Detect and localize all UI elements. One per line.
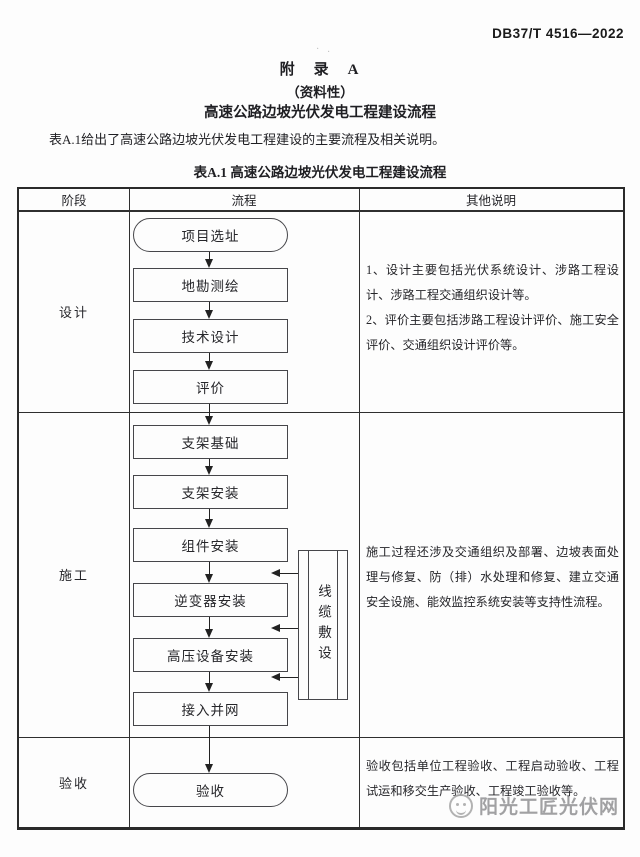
col-header-process: 流程: [231, 194, 257, 208]
smiley-mouth: [456, 807, 466, 815]
arrow-down-4: [204, 404, 215, 425]
flow-node-bracket-foundation: 支架基础: [133, 425, 288, 459]
arrow-down-9: [204, 672, 215, 692]
notes-acceptance-text: 验收包括单位工程验收、工程启动验收、工程试运和移交生产验收、工程竣工验收等。: [366, 759, 619, 798]
column-divider-2: [359, 189, 360, 827]
sidebox-inner-line-right: [337, 551, 338, 699]
arrow-down-3: [204, 353, 215, 370]
flow-node-module-installation: 组件安装: [133, 528, 288, 562]
arrow-down-6: [204, 509, 215, 528]
cable-laying-label: 线缆敷设: [316, 584, 331, 666]
intro-paragraph: 表A.1给出了高速公路边坡光伏发电工程建设的主要流程及相关说明。: [49, 132, 446, 147]
flow-node-bracket-installation: 支架安装: [133, 475, 288, 509]
notes-design-item-1: 1、设计主要包括光伏系统设计、涉路工程设计、涉路工程交通组织设计等。: [366, 263, 619, 302]
arrow-down-2: [204, 302, 215, 319]
arrow-down-10: [204, 726, 215, 773]
arrow-left-1: [271, 568, 298, 578]
row-divider-design-construction: [19, 412, 623, 413]
smiley-icon: [449, 793, 473, 818]
notes-design-item-2: 2、评价主要包括涉路工程设计评价、施工安全评价、交通组织设计评价等。: [366, 313, 619, 352]
stage-label-design: 设计: [58, 304, 89, 320]
arrow-down-1: [204, 252, 215, 268]
stage-label-acceptance: 验收: [58, 775, 89, 791]
notes-construction-text: 施工过程还涉及交通组织及部署、边坡表面处理与修复、防（排）水处理和修复、建立交通…: [366, 545, 619, 609]
process-table: 阶段 流程 其他说明 设计 施工 验收 项目选址 地勘测绘 技术设计 评价 支架…: [17, 187, 625, 830]
appendix-title: 附 录 A: [279, 62, 361, 78]
flow-node-geological-survey: 地勘测绘: [133, 268, 288, 302]
watermark-text: 阳光工匠光伏网: [479, 797, 620, 818]
header-row-divider: [19, 210, 623, 212]
col-header-stage: 阶段: [61, 194, 87, 208]
flow-node-hv-equipment-installation: 高压设备安装: [133, 638, 288, 672]
arrow-down-5: [204, 459, 215, 475]
appendix-classification: （资料性）: [286, 85, 354, 100]
standard-number: DB37/T 4516—2022: [492, 26, 624, 41]
row-divider-construction-acceptance: [19, 737, 623, 738]
table-caption: 表A.1 高速公路边坡光伏发电工程建设流程: [193, 165, 447, 180]
flow-node-technical-design: 技术设计: [133, 319, 288, 353]
smiley-eye-right: [463, 802, 466, 806]
flow-node-cable-laying: 线缆敷设: [298, 550, 348, 700]
notes-construction: 施工过程还涉及交通组织及部署、边坡表面处理与修复、防（排）水处理和修复、建立交通…: [366, 540, 619, 615]
flow-node-evaluation: 评价: [133, 370, 288, 404]
smiley-eye-left: [456, 802, 459, 806]
watermark: 阳光工匠光伏网: [449, 792, 619, 819]
arrow-left-2: [271, 623, 298, 633]
appendix-subject-title: 高速公路边坡光伏发电工程建设流程: [204, 105, 436, 121]
arrow-down-7: [204, 562, 215, 583]
col-header-notes: 其他说明: [465, 194, 516, 208]
arrow-left-3: [271, 672, 298, 682]
scan-artifact-dots: ·.: [316, 44, 338, 55]
flow-node-inverter-installation: 逆变器安装: [133, 583, 288, 617]
sidebox-inner-line-left: [308, 551, 309, 699]
stage-label-construction: 施工: [58, 568, 89, 583]
flow-node-acceptance: 验收: [133, 773, 288, 807]
arrow-down-8: [204, 617, 215, 638]
column-divider-1: [129, 189, 130, 827]
notes-design: 1、设计主要包括光伏系统设计、涉路工程设计、涉路工程交通组织设计等。 2、评价主…: [366, 258, 619, 358]
notes-acceptance: 验收包括单位工程验收、工程启动验收、工程试运和移交生产验收、工程竣工验收等。: [366, 754, 619, 804]
flow-node-site-selection: 项目选址: [133, 218, 288, 252]
flow-node-grid-connection: 接入并网: [133, 692, 288, 726]
